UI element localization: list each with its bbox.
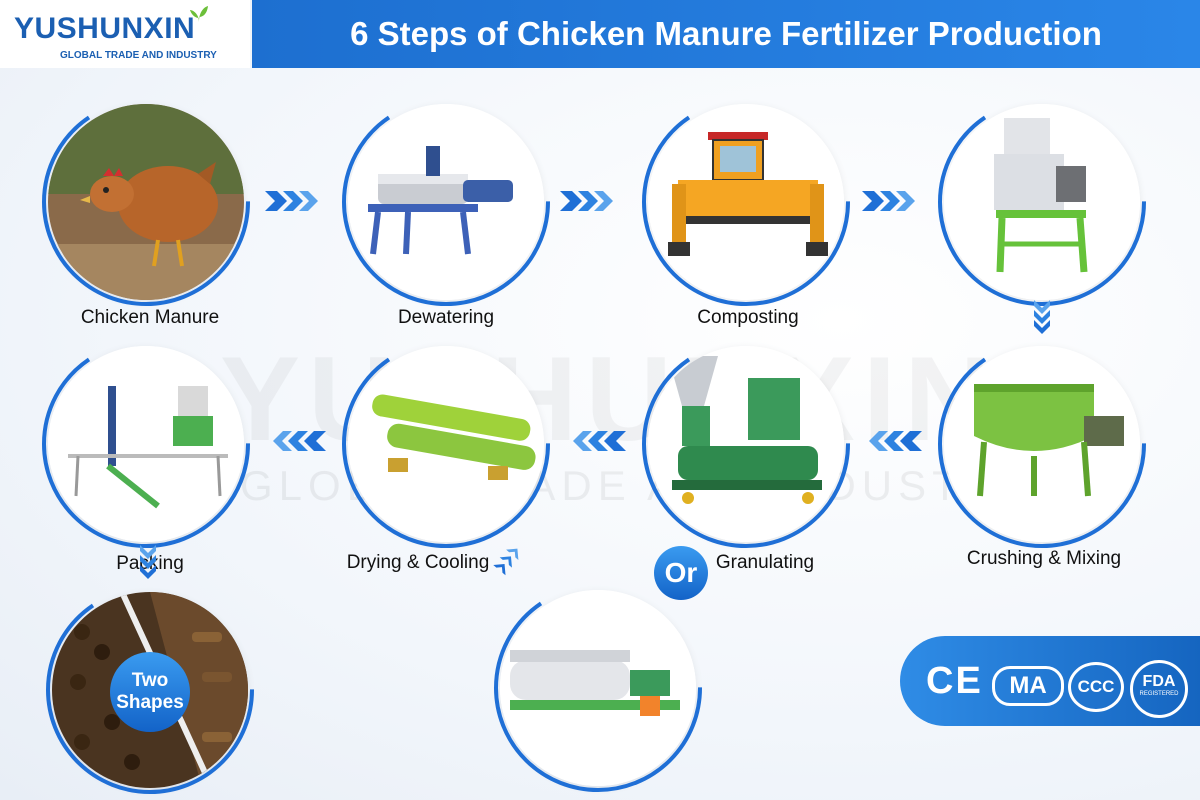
step-label-dewatering: Dewatering: [397, 307, 495, 328]
step-chicken-manure-image: [48, 104, 244, 300]
page-title: 6 Steps of Chicken Manure Fertilizer Pro…: [350, 15, 1102, 52]
pellet-mill-illustration: [648, 346, 844, 542]
chevrons-right-icon: [560, 191, 613, 211]
two-shapes-line1: Two: [131, 670, 169, 691]
compost-turner-illustration: [648, 104, 844, 300]
chevrons-down-icon: [140, 545, 156, 579]
ma-mark: MA: [992, 666, 1064, 706]
logo-area: [0, 0, 250, 68]
step-mixer-image: [944, 346, 1140, 542]
fda-mark: FDA REGISTERED: [1130, 660, 1188, 718]
logo-text: YUSHUNXIN: [14, 12, 196, 45]
title-bar: [252, 0, 1200, 68]
fda-text: FDA: [1142, 673, 1176, 690]
fda-registered-text: REGISTERED: [1139, 691, 1179, 697]
step-dewatering-image: [348, 104, 544, 300]
step-label-chicken-manure: Chicken Manure: [80, 307, 220, 328]
chevrons-left-icon: [869, 431, 922, 451]
two-shapes-badge: Two Shapes: [110, 652, 190, 732]
step-granulator-image: [648, 346, 844, 542]
packing-machine-illustration: [48, 346, 244, 542]
step-packing-image: [48, 346, 244, 542]
dewatering-machine-illustration: [348, 104, 544, 300]
logo-subtitle: GLOBAL TRADE AND INDUSTRY: [60, 50, 217, 61]
ccc-mark: CCC: [1068, 662, 1124, 712]
chevrons-right-icon: [265, 191, 318, 211]
step-label-granulating: Granulating: [715, 552, 815, 573]
chevrons-up-left-icon: [493, 548, 519, 576]
crusher-machine-illustration: [944, 104, 1140, 300]
step-composting-image: [648, 104, 844, 300]
step-label-composting: Composting: [697, 307, 799, 328]
step-label-drying-cooling: Drying & Cooling: [346, 552, 490, 573]
chevrons-right-icon: [862, 191, 915, 211]
two-shapes-line2: Shapes: [116, 692, 184, 713]
rotary-dryer-illustration: [348, 346, 544, 542]
ce-mark: CE: [926, 660, 983, 702]
chevrons-down-icon: [1034, 300, 1050, 334]
new-type-granulator-illustration: [500, 590, 696, 786]
step-crusher-image: [944, 104, 1140, 300]
step-label-crushing-mixing: Crushing & Mixing: [966, 548, 1122, 569]
mixer-machine-illustration: [944, 346, 1140, 542]
chicken-illustration: [48, 104, 244, 300]
chevrons-left-icon: [273, 431, 326, 451]
step-alt-granulator-image: [500, 590, 696, 786]
chevrons-left-icon: [573, 431, 626, 451]
step-dryer-image: [348, 346, 544, 542]
leaf-icon: [190, 6, 208, 22]
